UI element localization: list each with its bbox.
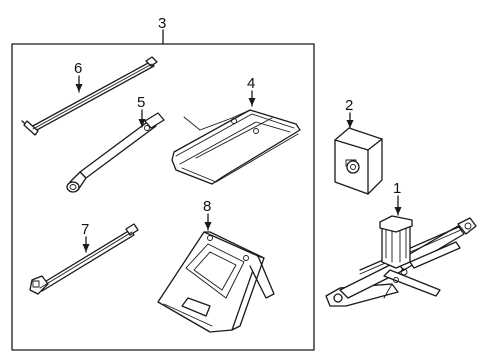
part-6-rod — [21, 56, 158, 136]
part-7-jack-handle — [29, 223, 139, 295]
callout-4: 4 — [247, 75, 255, 92]
callout-7: 7 — [81, 221, 89, 238]
callout-1: 1 — [393, 180, 401, 197]
part-2-foam-block — [334, 127, 383, 195]
callout-2: 2 — [345, 97, 353, 114]
callout-5: 5 — [137, 94, 145, 111]
callout-8: 8 — [203, 198, 211, 215]
part-5-lug-wrench — [66, 112, 165, 193]
part-1-scissor-jack — [325, 215, 477, 307]
part-4-tool-bag — [171, 109, 301, 185]
part-8-wheel-chock — [157, 231, 275, 333]
callout-6: 6 — [74, 60, 82, 77]
callout-3: 3 — [158, 15, 166, 32]
